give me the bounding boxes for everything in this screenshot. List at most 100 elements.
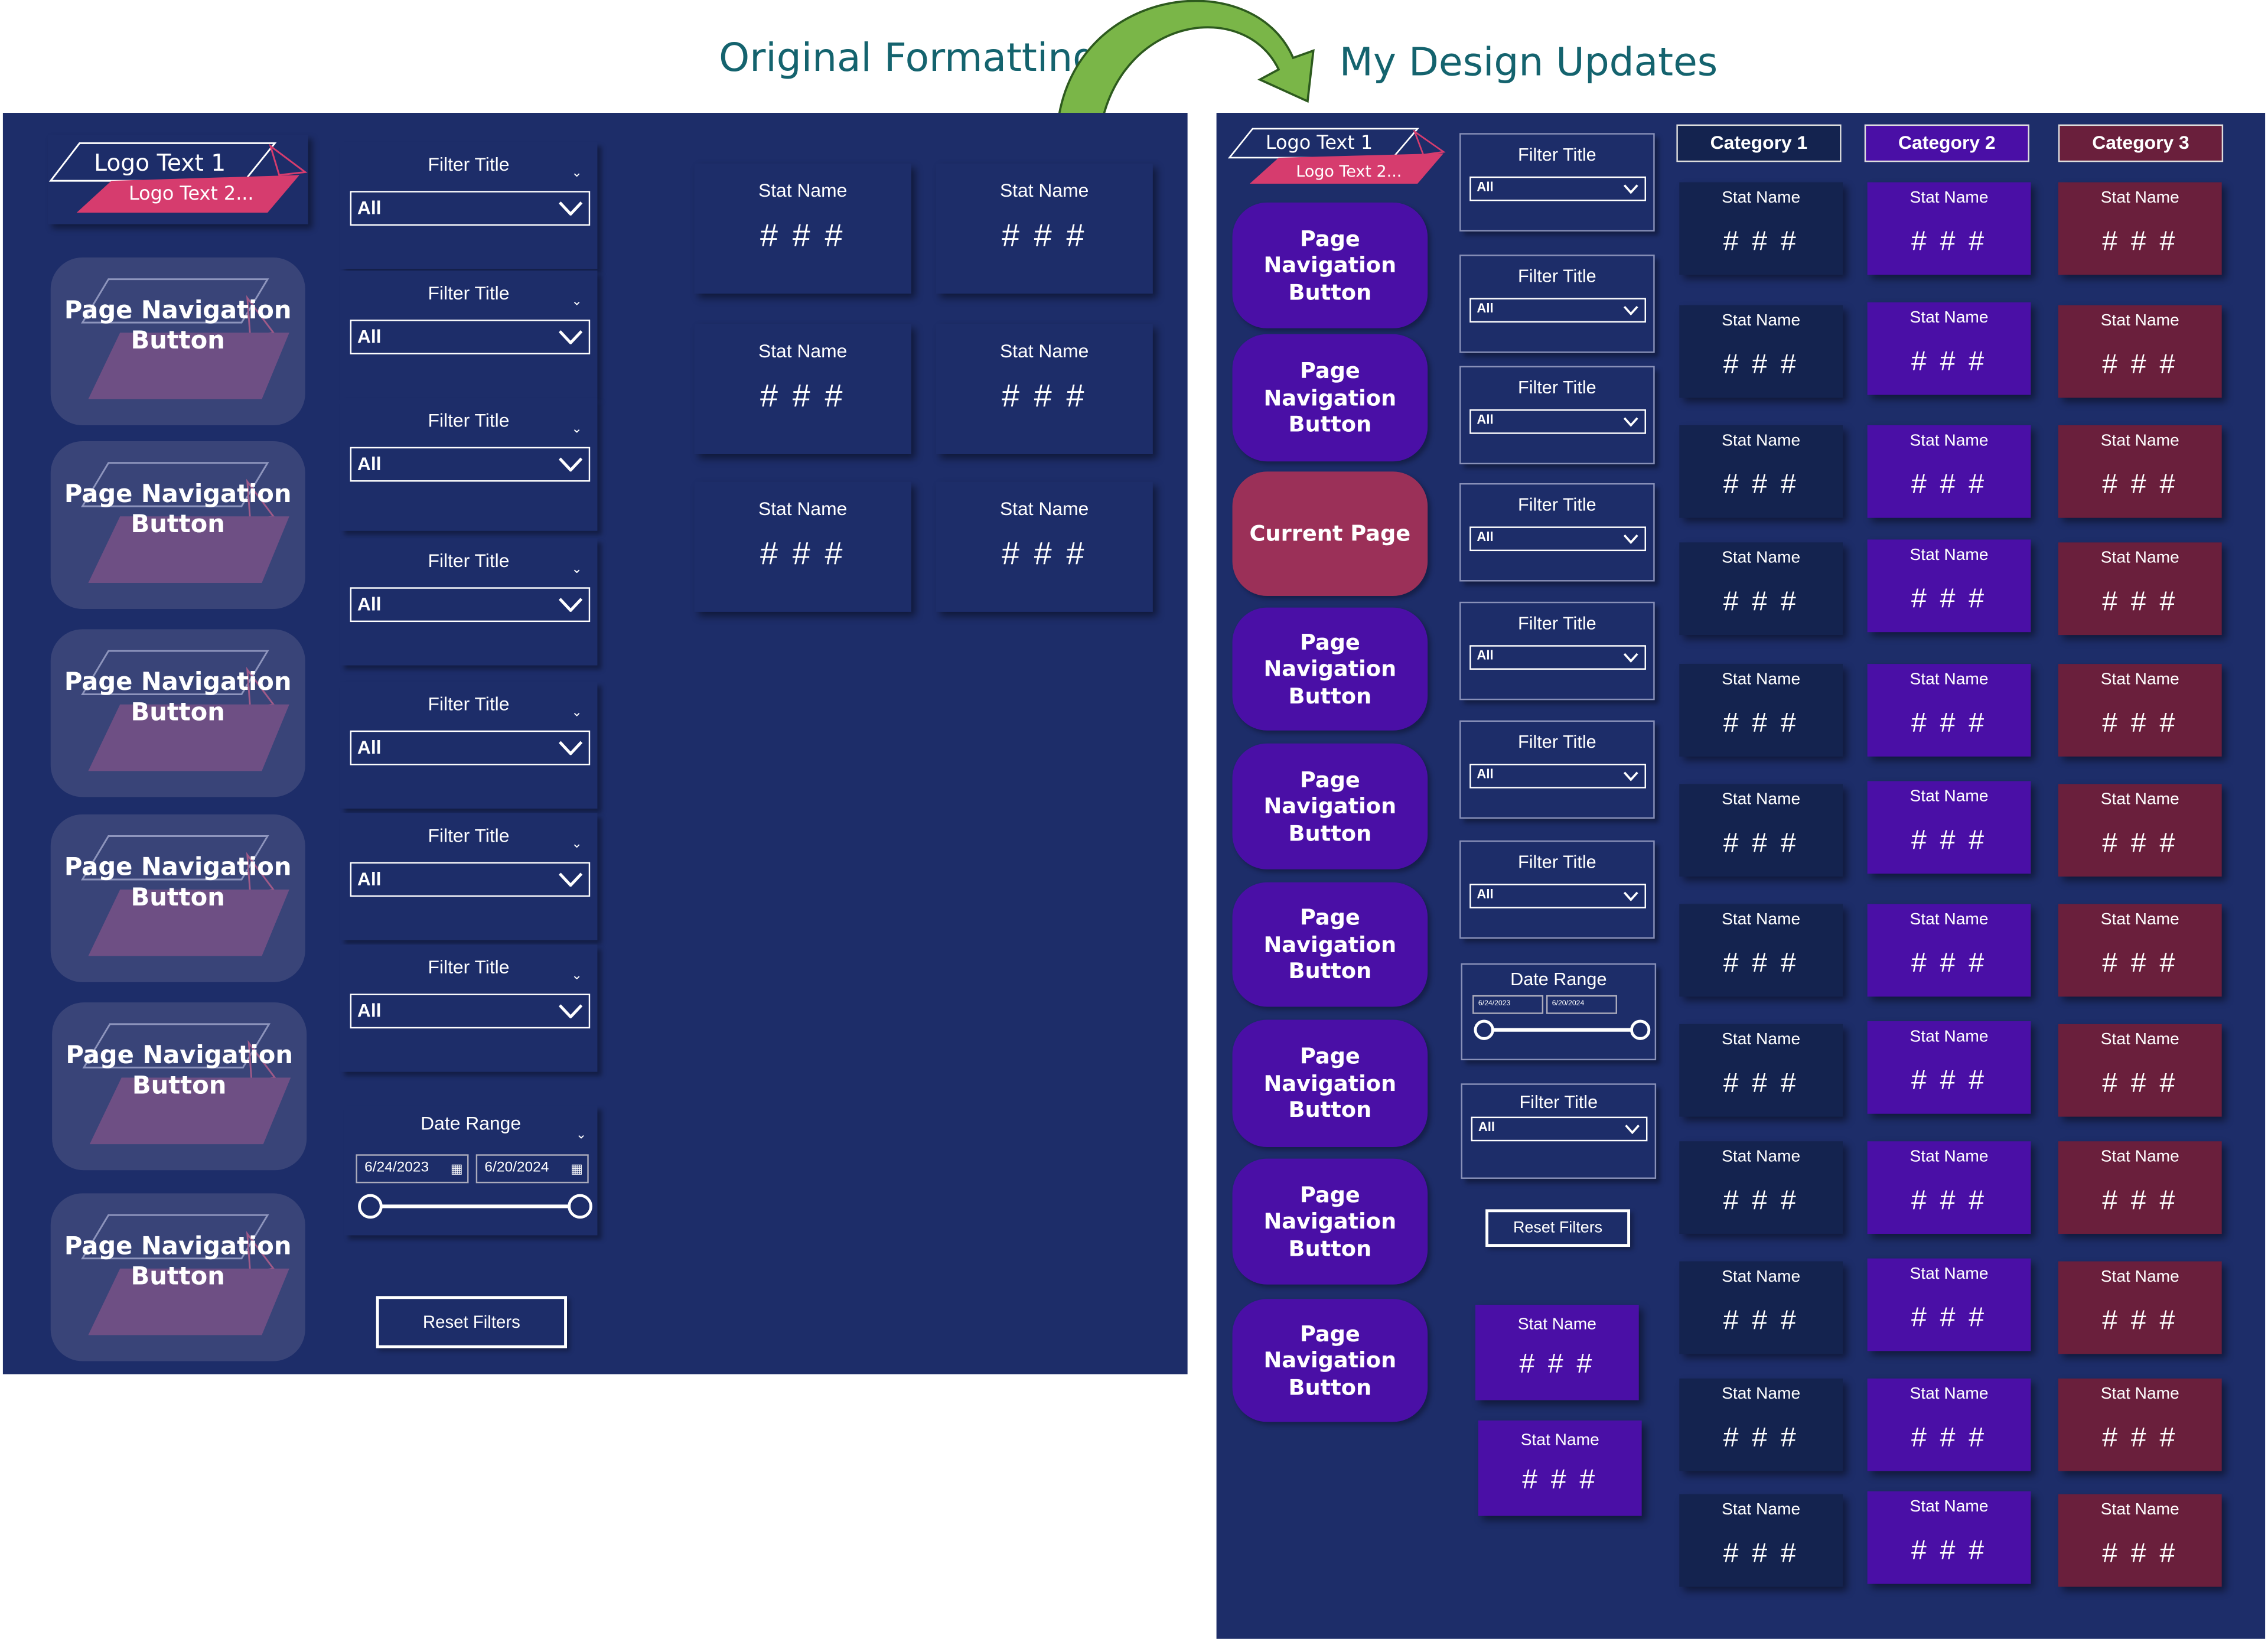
filter-dropdown[interactable]: All xyxy=(1469,298,1646,323)
filter-dropdown[interactable]: All xyxy=(350,320,591,355)
chevron-down-icon[interactable] xyxy=(1623,652,1639,663)
chevron-down-icon[interactable] xyxy=(558,1004,583,1019)
updated-date-range-slicer[interactable]: Date Range 6/24/2023 6/20/2024 xyxy=(1461,963,1657,1061)
start-date-input[interactable]: 6/24/2023▦ xyxy=(356,1154,469,1184)
updated-reset-filters-button[interactable]: Reset Filters xyxy=(1485,1209,1631,1247)
original-nav-button[interactable]: Page Navigation Button xyxy=(50,441,305,610)
original-filter-slicer[interactable]: Filter Title⌄All xyxy=(340,398,598,531)
stat-name: Stat Name xyxy=(2100,549,2179,568)
stat-name: Stat Name xyxy=(1909,1148,1989,1166)
nav-button[interactable]: Page Navigation Button xyxy=(1232,882,1428,1007)
chevron-down-icon[interactable] xyxy=(1623,184,1639,194)
nav-button[interactable]: Page Navigation Button xyxy=(1232,334,1428,462)
original-nav-button[interactable]: Page Navigation Button xyxy=(50,257,305,426)
nav-button[interactable]: Page Navigation Button xyxy=(1232,607,1428,731)
chevron-down-icon[interactable] xyxy=(1623,305,1639,315)
chevron-down-icon[interactable] xyxy=(1623,891,1639,901)
stat-value: # # # xyxy=(1911,949,1987,979)
stat-value: # # # xyxy=(1002,217,1087,253)
nav-button[interactable]: Page Navigation Button xyxy=(1232,1019,1428,1148)
chevron-down-icon[interactable]: ⌄ xyxy=(575,1126,587,1142)
stat-name: Stat Name xyxy=(758,179,848,201)
original-filter-slicer[interactable]: Filter Title⌄All xyxy=(340,270,598,398)
chevron-down-icon[interactable] xyxy=(558,201,583,216)
category-header-3: Category 3 xyxy=(2058,124,2224,162)
filter-dropdown[interactable]: All xyxy=(1469,176,1646,201)
date-range-slider[interactable] xyxy=(356,1192,596,1224)
original-nav-button[interactable]: Page Navigation Button xyxy=(50,814,305,982)
calendar-icon[interactable]: ▦ xyxy=(450,1161,463,1177)
filter-dropdown[interactable]: All xyxy=(1469,764,1646,789)
chevron-down-icon[interactable]: ⌄ xyxy=(571,561,582,576)
chevron-down-icon[interactable]: ⌄ xyxy=(571,165,582,180)
filter-dropdown[interactable]: All xyxy=(350,993,591,1029)
nav-button[interactable]: Page Navigation Button xyxy=(1232,743,1428,869)
original-filter-slicer[interactable]: Filter Title⌄All xyxy=(340,142,598,269)
original-filter-slicer[interactable]: Filter Title⌄All xyxy=(340,813,598,940)
chevron-down-icon[interactable]: ⌄ xyxy=(571,421,582,436)
filter-dropdown[interactable]: All xyxy=(350,447,591,482)
chevron-down-icon[interactable] xyxy=(1624,1124,1640,1135)
start-date-input[interactable]: 6/24/2023 xyxy=(1472,995,1544,1014)
date-range-slider[interactable] xyxy=(1471,1017,1654,1046)
original-filter-slicer[interactable]: Filter Title ⌄ All xyxy=(340,538,598,666)
stat-value: # # # xyxy=(1522,1465,1598,1496)
grid-stat-card: Stat Name# # # xyxy=(1679,664,1843,757)
original-nav-button[interactable]: Page Navigation Button xyxy=(50,629,305,797)
filter-dropdown[interactable]: All xyxy=(350,587,591,623)
chevron-down-icon[interactable] xyxy=(558,741,583,755)
chevron-down-icon[interactable] xyxy=(558,457,583,472)
updated-filter-slicer-last[interactable]: Filter Title All xyxy=(1461,1083,1657,1179)
filter-dropdown[interactable]: All xyxy=(350,191,591,226)
chevron-down-icon[interactable]: ⌄ xyxy=(571,836,582,851)
stat-name: Stat Name xyxy=(1722,1268,1801,1286)
end-date-value: 6/20/2024 xyxy=(484,1160,549,1177)
stat-name: Stat Name xyxy=(1722,312,1801,330)
nav-button[interactable]: Page Navigation Button xyxy=(1232,202,1428,328)
stat-value: # # # xyxy=(1911,1186,1987,1217)
end-date-input[interactable]: 6/20/2024 xyxy=(1546,995,1617,1014)
chevron-down-icon[interactable]: ⌄ xyxy=(571,967,582,982)
filter-dropdown[interactable]: All xyxy=(1469,645,1646,670)
filter-dropdown[interactable]: All xyxy=(1469,526,1646,552)
filter-title: Filter Title xyxy=(1517,144,1596,165)
filter-title: Filter Title xyxy=(428,549,510,572)
chevron-down-icon[interactable]: ⌄ xyxy=(571,294,582,308)
category-header-2: Category 2 xyxy=(1864,124,2029,162)
chevron-down-icon[interactable] xyxy=(558,330,583,344)
end-date-input[interactable]: 6/20/2024 ▦ xyxy=(475,1154,589,1184)
nav-button[interactable]: Page Navigation Button xyxy=(1232,1299,1428,1422)
chevron-down-icon[interactable] xyxy=(1623,534,1639,544)
original-nav-button[interactable]: Page Navigation Button xyxy=(52,1002,307,1171)
chevron-down-icon[interactable] xyxy=(1623,416,1639,427)
filter-title: Filter Title xyxy=(1517,732,1596,752)
grid-stat-card: Stat Name # # # xyxy=(1867,1141,2031,1234)
filter-dropdown[interactable]: All xyxy=(1469,409,1646,434)
filter-dropdown[interactable]: All xyxy=(350,730,591,765)
current-page-button[interactable]: Current Page xyxy=(1232,471,1428,596)
original-filter-slicer[interactable]: Filter Title ⌄ All xyxy=(340,681,598,809)
filter-title: Filter Title xyxy=(428,693,510,715)
curved-arrow-icon xyxy=(1056,0,1315,129)
original-date-range-slicer[interactable]: Date Range ⌄ 6/24/2023▦ 6/20/2024▦ xyxy=(344,1105,598,1236)
chevron-down-icon[interactable]: ⌄ xyxy=(571,704,582,719)
filter-dropdown[interactable]: All xyxy=(350,862,591,897)
chevron-down-icon[interactable] xyxy=(558,597,583,612)
original-filter-slicer[interactable]: Filter Title⌄All xyxy=(340,944,598,1072)
filter-dropdown[interactable]: All xyxy=(1471,1116,1648,1142)
calendar-icon[interactable]: ▦ xyxy=(571,1161,583,1177)
nav-button[interactable]: Page Navigation Button xyxy=(1232,1158,1428,1285)
chevron-down-icon[interactable] xyxy=(1623,771,1639,781)
grid-stat-card: Stat Name# # # xyxy=(1867,904,2031,997)
chevron-down-icon[interactable] xyxy=(558,872,583,887)
filter-dropdown[interactable]: All xyxy=(1469,884,1646,908)
original-nav-button[interactable]: Page Navigation Button xyxy=(50,1193,305,1361)
original-reset-filters-button[interactable]: Reset Filters xyxy=(376,1296,568,1348)
